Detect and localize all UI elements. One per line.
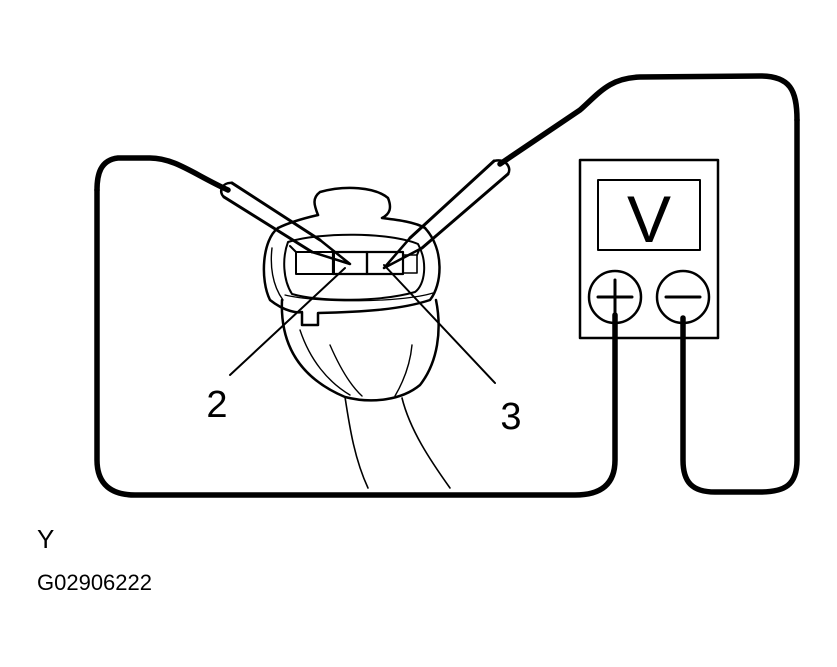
circuit-wires [94, 117, 800, 498]
wire-harness [280, 292, 451, 489]
positive-terminal [587, 269, 643, 325]
connector [262, 186, 441, 327]
pin-3-label: 3 [500, 396, 521, 438]
pin-2-label: 2 [206, 384, 227, 426]
pin-leader-lines [229, 264, 496, 384]
right-test-probe [382, 73, 800, 270]
caption-letter: Y [37, 524, 54, 554]
voltmeter: V [578, 158, 720, 340]
negative-terminal [655, 269, 711, 325]
meter-display-label: V [627, 182, 671, 256]
left-test-probe [94, 155, 352, 266]
figure-id: G02906222 [37, 570, 152, 595]
plus-icon [596, 278, 634, 316]
